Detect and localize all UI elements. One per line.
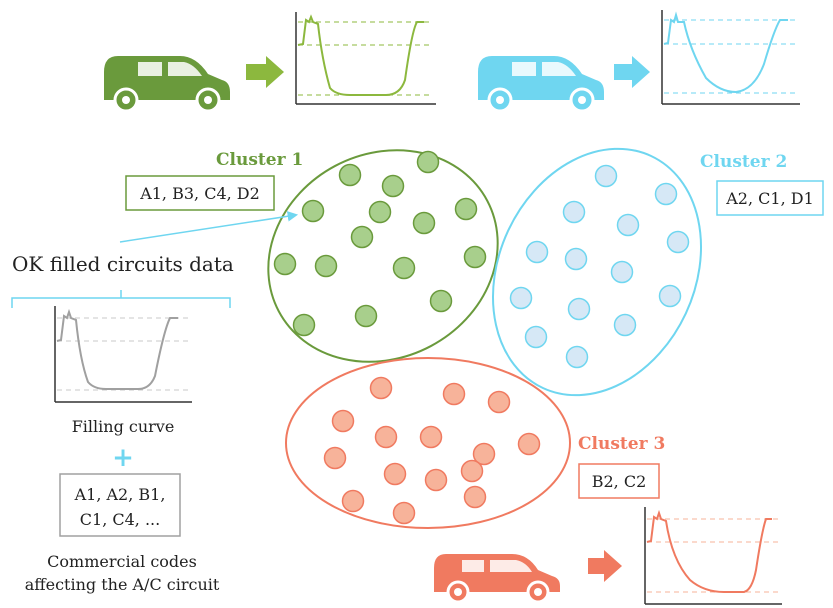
cluster-1-title: Cluster 1 [216,150,303,170]
cluster-1-codes: A1, B3, C4, D2 [139,184,260,203]
cluster-point [429,289,453,313]
cluster-point [381,174,405,198]
cluster-point [354,304,378,328]
cluster-2-codes-box [716,180,824,216]
cluster-point [616,213,640,237]
filling-curve-chart-icon [661,10,800,105]
cluster-3-codes: B2, C2 [592,472,647,491]
cluster-1-codes-box [125,175,275,211]
orange-van-icon [434,554,560,604]
cluster-point [524,325,548,349]
cluster-point [419,425,443,449]
cluster-point [412,211,436,235]
filling-curve-chart-icon [644,507,782,605]
cluster-point [658,284,682,308]
cluster-point [517,432,541,456]
blue-van-icon [478,56,604,113]
cluster-point [567,297,591,321]
cluster-3-ellipse [285,357,571,529]
green-van-icon [104,56,230,113]
cluster-point [331,409,355,433]
cluster-point [301,199,325,223]
cluster-point [369,376,393,400]
arrow-right-icon [588,550,622,582]
cluster-point [463,245,487,269]
cluster-point [392,501,416,525]
cluster-2-title: Cluster 2 [700,152,787,172]
cluster-point [564,247,588,271]
cluster-point [565,345,589,369]
arrow-right-icon [246,56,284,88]
legend-brace [11,290,231,308]
arrow-right-icon [614,56,650,88]
plus-icon: + [112,443,134,473]
cluster-3-title: Cluster 3 [578,434,665,454]
cluster-point [442,382,466,406]
legend-codes-box [59,473,181,537]
cluster-point [487,390,511,414]
cluster-2-codes: A2, C1, D1 [725,189,814,208]
cluster-point [594,164,618,188]
cluster-point [454,197,478,221]
cluster-3-codes-box [578,463,660,499]
legend-codes-line-2: C1, C4, ... [80,510,160,529]
cluster-point [338,163,362,187]
cluster-point [341,489,365,513]
filling-curve-label: Filling curve [72,417,175,436]
cluster-point [654,182,678,206]
cluster-point [314,254,338,278]
cluster-2-points [509,164,690,369]
cluster-point [666,230,690,254]
legend-caption-line-2: affecting the A/C circuit [25,575,220,594]
cluster-point [472,442,496,466]
cluster-point [374,425,398,449]
cluster-1-ellipse [267,149,499,363]
cluster-point [613,313,637,337]
cluster-point [416,150,440,174]
cluster-point [424,468,448,492]
filling-curve-chart-icon [54,306,192,403]
cluster-point [292,313,316,337]
cluster-point [368,200,392,224]
filling-curve-chart-icon [295,12,436,105]
cluster-point [610,260,634,284]
legend-caption-line-1: Commercial codes [47,552,197,571]
cluster-point [323,446,347,470]
cluster-1-points [273,150,487,337]
cluster-point [350,225,374,249]
pointer-line [119,211,299,243]
cluster-point [562,200,586,224]
legend-heading: OK filled circuits data [12,252,234,276]
cluster-3-points [323,376,541,525]
cluster-point [273,252,297,276]
cluster-point [460,459,484,483]
cluster-point [525,240,549,264]
cluster-point [383,462,407,486]
cluster-point [392,256,416,280]
cluster-point [509,286,533,310]
cluster-2-ellipse [492,147,702,397]
cluster-point [463,485,487,509]
legend-codes-line-1: A1, A2, B1, [74,485,166,504]
